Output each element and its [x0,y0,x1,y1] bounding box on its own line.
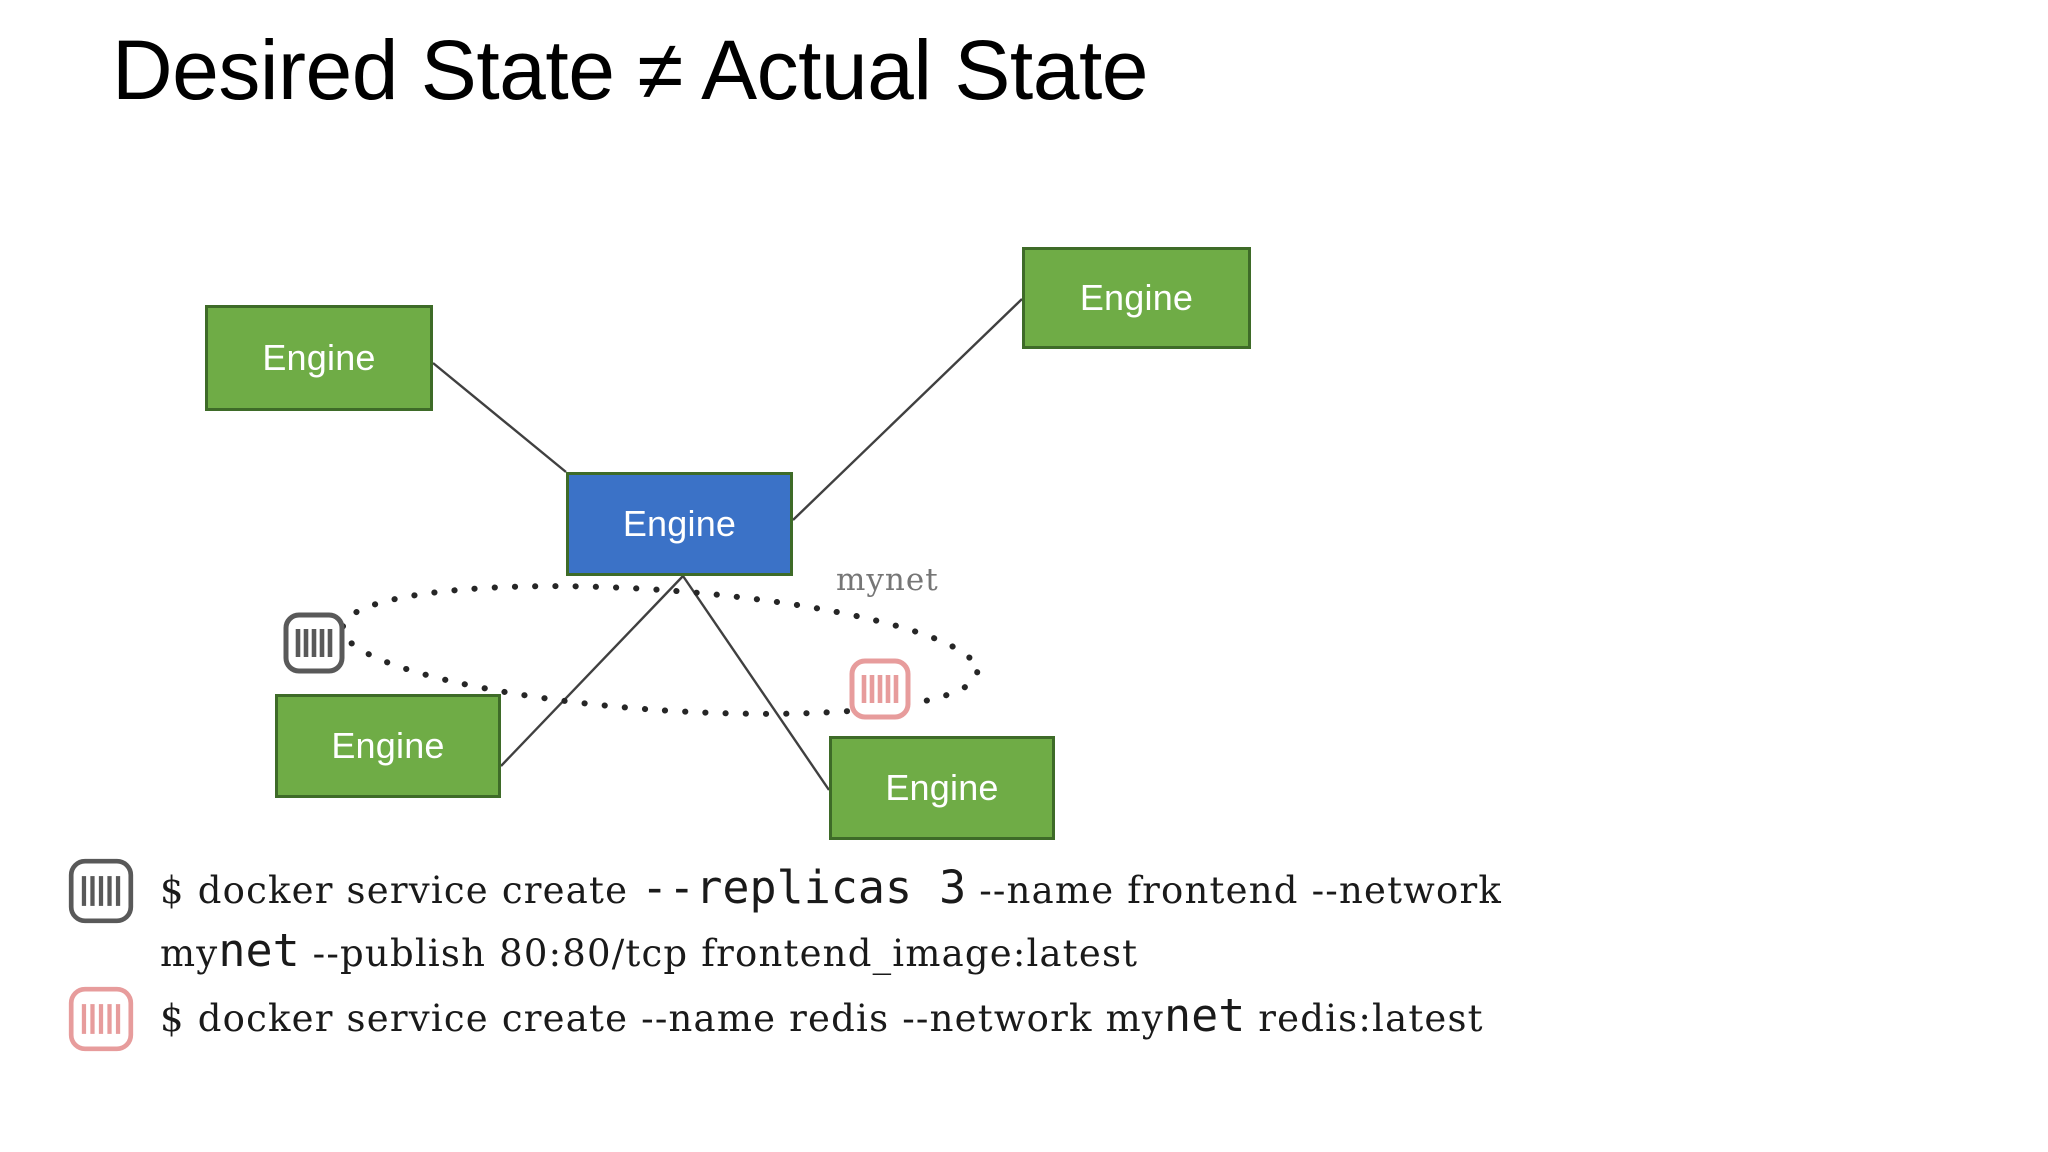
container-gray-icon[interactable] [283,612,345,674]
engine-node-center-manager[interactable]: Engine [566,472,793,576]
command-segment-network-net: net [1164,989,1246,1042]
command-segment-text: --name frontend --network [966,869,1503,912]
command-line-3: $ docker service create --name redis --n… [160,984,1484,1050]
engine-node-label: Engine [262,337,376,378]
command-container-gray-icon [68,858,134,924]
command-segment-text: $ docker service create --name redis --n… [160,997,1106,1040]
engine-node-label: Engine [885,767,999,808]
command-line-2: mynet --publish 80:80/tcp frontend_image… [160,919,1138,985]
command-container-pink-icon [68,986,134,1052]
command-segment-text: redis:latest [1245,997,1484,1040]
connector-center-bottomleft [500,575,684,767]
connector-topleft-center [432,362,567,473]
engine-node-label: Engine [622,503,737,544]
network-label-mynet: mynet [836,562,939,598]
command-line-1: $ docker service create --replicas 3 --n… [160,856,1502,922]
command-segment-text: my [160,932,219,975]
engine-node-top-right[interactable]: Engine [1022,247,1251,349]
engine-node-bottom-right[interactable]: Engine [829,736,1055,840]
command-segment-text: my [1105,997,1165,1040]
engine-node-bottom-left[interactable]: Engine [275,694,501,798]
command-segment-text: --publish 80:80/tcp frontend_image:lates… [299,932,1139,975]
command-segment-flag-replicas: --replicas 3 [641,861,967,914]
engine-node-top-left[interactable]: Engine [205,305,433,411]
engine-node-label: Engine [331,725,445,766]
command-segment-network-net: net [218,924,300,977]
page-title: Desired State ≠ Actual State [112,23,1149,117]
engine-node-label: Engine [1079,277,1194,318]
container-pink-icon[interactable] [849,658,911,720]
command-segment-text: $ docker service create [160,869,642,912]
connector-topright-center [792,298,1023,521]
connector-center-bottomright [682,575,830,791]
